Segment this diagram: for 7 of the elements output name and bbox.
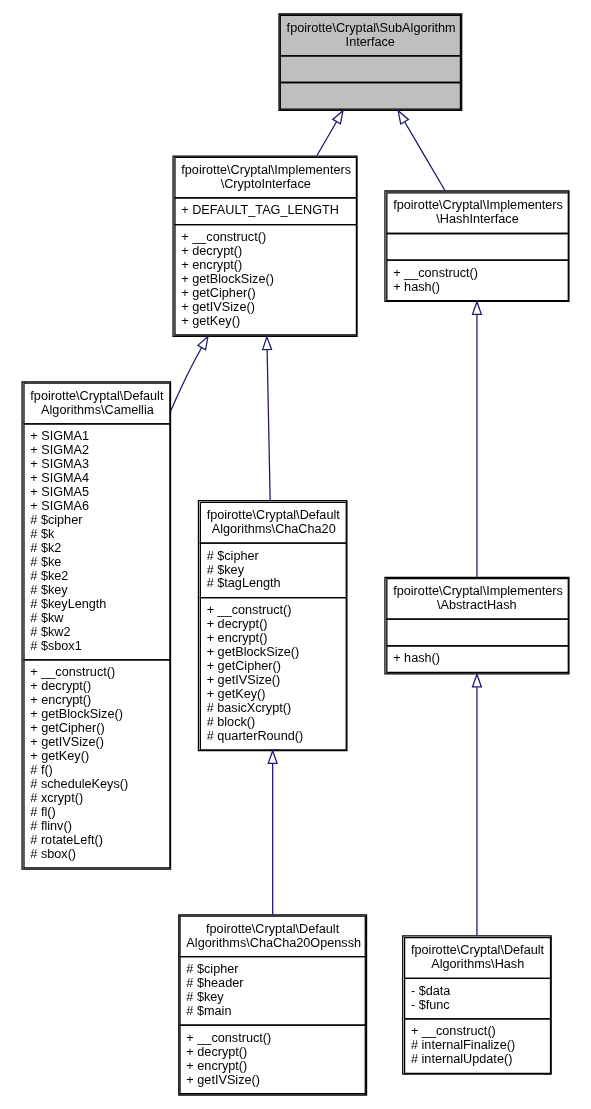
arrow — [471, 299, 483, 578]
arrow — [261, 334, 273, 501]
arrow — [471, 672, 483, 937]
arrow — [169, 334, 209, 412]
arrow — [267, 748, 278, 916]
arrow — [316, 109, 344, 157]
arrow — [397, 109, 446, 192]
